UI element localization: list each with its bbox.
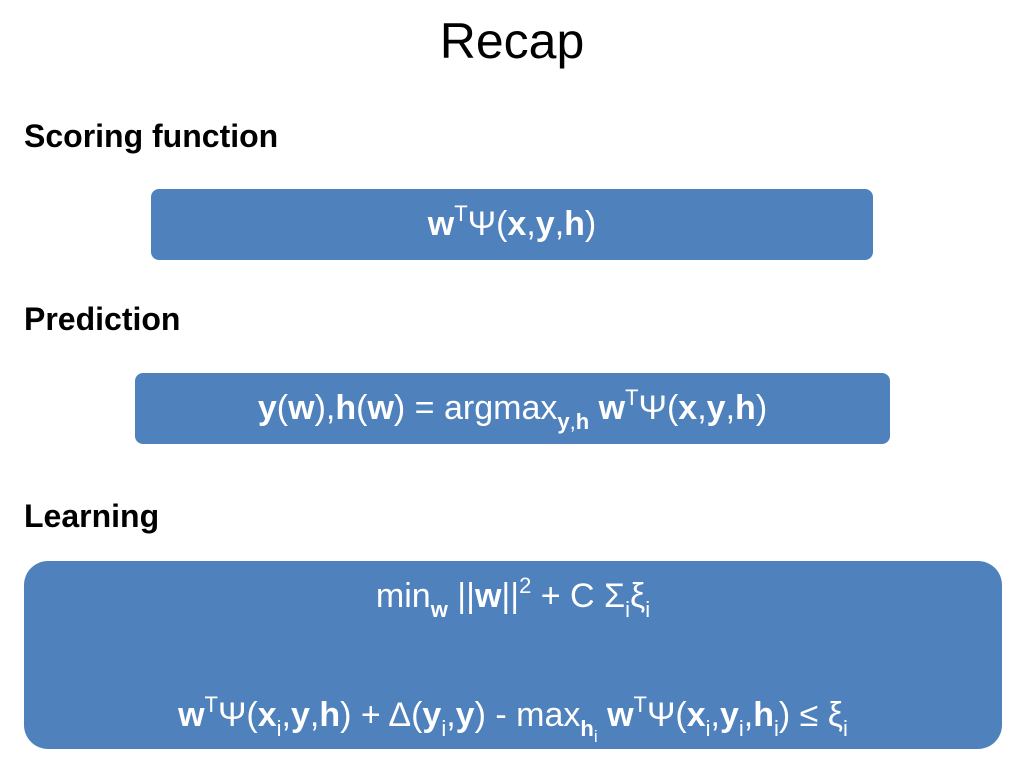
scoring-function-heading: Scoring function — [24, 118, 279, 154]
prediction-heading: Prediction — [24, 301, 181, 337]
slide-title: Recap — [439, 13, 585, 69]
prediction-formula: y(w),h(w) = argmaxy,h wTΨ(x,y,h) — [257, 385, 768, 434]
scoring-function-box: wTΨ(x,y,h) — [151, 189, 873, 260]
learning-constraint: wTΨ(xi,y,h) + Δ(yi,y) - maxhi wTΨ(xi,yi,… — [178, 692, 848, 746]
learning-box: minw ||w||2 + C Σiξi wTΨ(xi,y,h) + Δ(yi,… — [24, 561, 1002, 749]
learning-objective: minw ||w||2 + C Σiξi — [375, 573, 651, 622]
prediction-box: y(w),h(w) = argmaxy,h wTΨ(x,y,h) — [135, 373, 890, 444]
learning-heading: Learning — [24, 498, 160, 534]
scoring-formula: wTΨ(x,y,h) — [427, 201, 597, 244]
